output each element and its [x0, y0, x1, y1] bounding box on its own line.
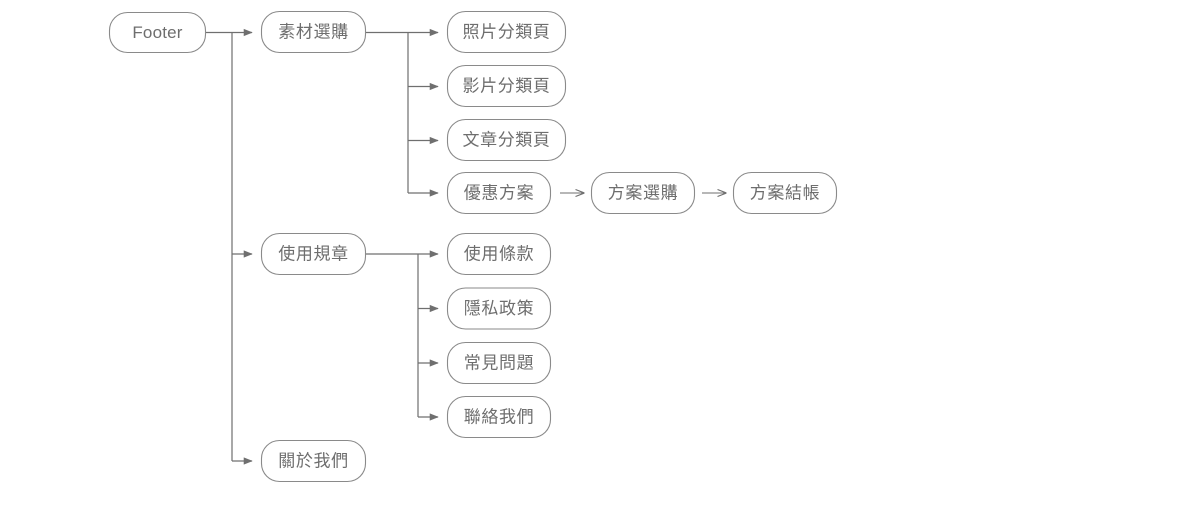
node-photo-category-page[interactable]: 照片分類頁: [446, 10, 567, 54]
node-photo-category-page-label: 照片分類頁: [463, 22, 551, 41]
node-article-category-page-box[interactable]: [446, 118, 567, 162]
node-faq[interactable]: 常見問題: [446, 341, 552, 385]
node-plan-checkout[interactable]: 方案結帳: [732, 171, 838, 215]
node-footer[interactable]: Footer: [108, 11, 207, 54]
node-privacy-policy-box[interactable]: [446, 287, 552, 330]
node-about-us-label: 關於我們: [278, 451, 348, 470]
node-faq-label: 常見問題: [464, 353, 534, 372]
node-about-us-box[interactable]: [260, 439, 367, 483]
node-video-category-page-label: 影片分類頁: [463, 76, 551, 95]
node-material-shop-label: 素材選購: [278, 22, 348, 41]
node-promo-plan[interactable]: 優惠方案: [446, 171, 552, 215]
node-material-shop[interactable]: 素材選購: [260, 10, 367, 54]
node-article-category-page-label: 文章分類頁: [463, 130, 551, 149]
node-photo-category-page-box[interactable]: [446, 10, 567, 54]
node-plan-purchase-label: 方案選購: [608, 183, 678, 202]
node-footer-label: Footer: [132, 23, 182, 42]
node-video-category-page-box[interactable]: [446, 64, 567, 108]
node-footer-box[interactable]: [108, 11, 207, 54]
node-terms-of-use-label: 使用條款: [464, 243, 534, 263]
connector-footer-trunk: [206, 28, 253, 461]
node-plan-checkout-label: 方案結帳: [750, 183, 820, 202]
node-article-category-page[interactable]: 文章分類頁: [446, 118, 567, 162]
node-contact-us[interactable]: 聯絡我們: [446, 395, 552, 439]
node-terms-of-use-box[interactable]: [446, 232, 552, 276]
node-privacy-policy-label: 隱私政策: [464, 299, 534, 318]
node-contact-us-label: 聯絡我們: [464, 407, 534, 426]
node-plan-purchase-box[interactable]: [590, 171, 696, 215]
node-contact-us-box[interactable]: [446, 395, 552, 439]
node-usage-rules[interactable]: 使用規章: [260, 232, 367, 276]
connector-material-trunk: [366, 28, 439, 197]
connector-rules-trunk: [366, 250, 439, 421]
node-plan-purchase[interactable]: 方案選購: [590, 171, 696, 215]
node-promo-plan-label: 優惠方案: [464, 183, 534, 202]
node-faq-box[interactable]: [446, 341, 552, 385]
node-about-us[interactable]: 關於我們: [260, 439, 367, 483]
node-usage-rules-box[interactable]: [260, 232, 367, 276]
node-terms-of-use[interactable]: 使用條款: [446, 232, 552, 276]
node-usage-rules-label: 使用規章: [278, 243, 348, 263]
node-plan-checkout-box[interactable]: [732, 171, 838, 215]
node-material-shop-box[interactable]: [260, 10, 367, 54]
node-video-category-page[interactable]: 影片分類頁: [446, 64, 567, 108]
node-promo-plan-box[interactable]: [446, 171, 552, 215]
node-privacy-policy[interactable]: 隱私政策: [446, 287, 552, 330]
